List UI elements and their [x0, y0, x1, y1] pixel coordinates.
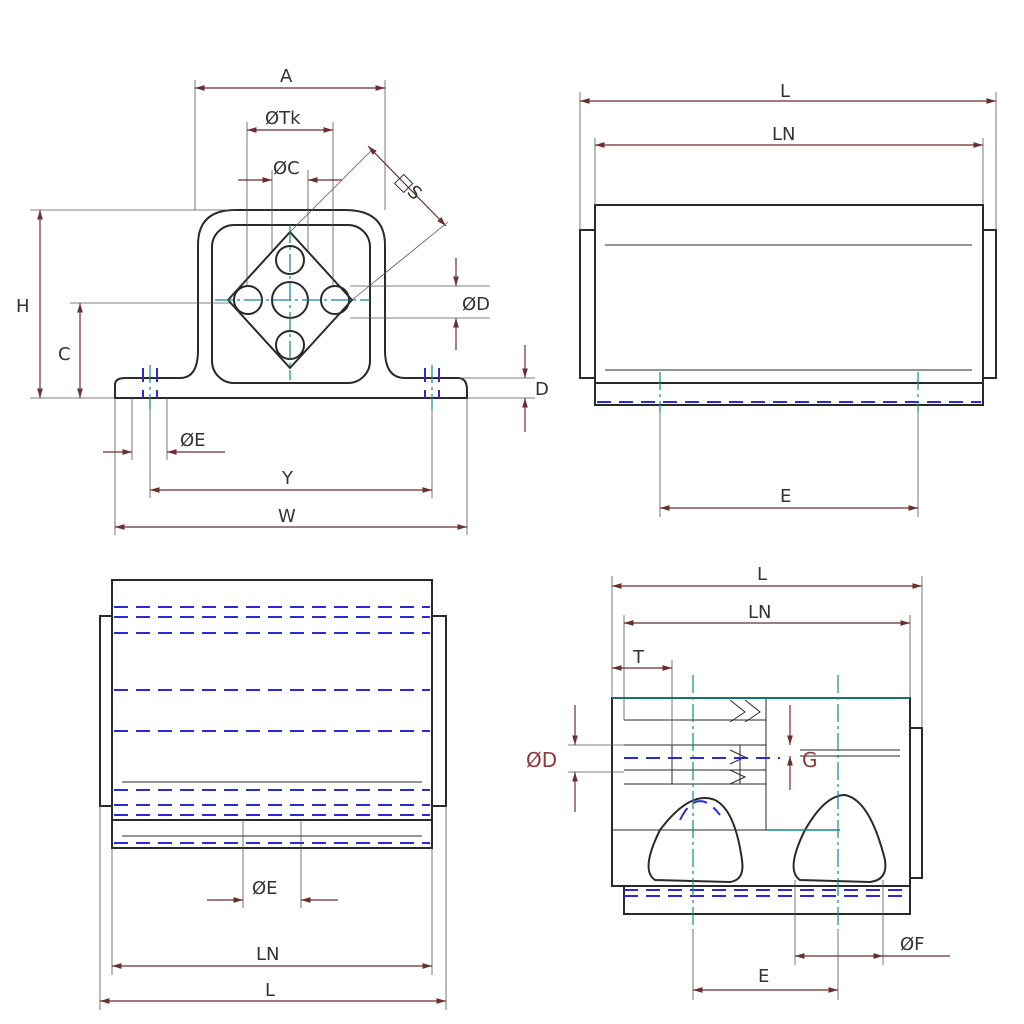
dim-W: W: [278, 506, 296, 527]
dim-A: A: [280, 66, 293, 87]
top-dim-E-dia: ØE: [252, 878, 278, 899]
section-view: L LN T ØD G E ØF: [526, 564, 950, 1000]
dim-Y: Y: [281, 468, 294, 489]
dim-E-dia: ØE: [180, 430, 206, 451]
sec-dim-D-dia: ØD: [526, 748, 557, 772]
dim-C-dia: ØC: [273, 158, 300, 179]
sec-dim-LN: LN: [748, 602, 772, 623]
dim-LN: LN: [772, 124, 796, 145]
dim-H: H: [16, 296, 30, 317]
dim-E: E: [780, 486, 791, 507]
dim-Tk: ØTk: [265, 108, 301, 129]
sec-dim-L: L: [757, 564, 767, 585]
sec-dim-G: G: [802, 748, 818, 772]
top-dim-L: L: [265, 980, 275, 1001]
dim-D-dia: ØD: [462, 294, 490, 315]
dim-L: L: [780, 81, 790, 102]
dim-D: D: [535, 379, 549, 400]
dim-C: C: [58, 344, 71, 365]
sec-dim-T: T: [632, 647, 645, 668]
front-view: A ØTk ØC □S H C ØD D ØE Y W: [16, 66, 549, 535]
side-view: L LN E: [579, 81, 997, 517]
top-view: ØE LN L: [99, 579, 447, 1010]
sec-dim-F-dia: ØF: [900, 934, 925, 955]
top-dim-LN: LN: [256, 944, 280, 965]
sec-dim-E: E: [758, 966, 769, 987]
